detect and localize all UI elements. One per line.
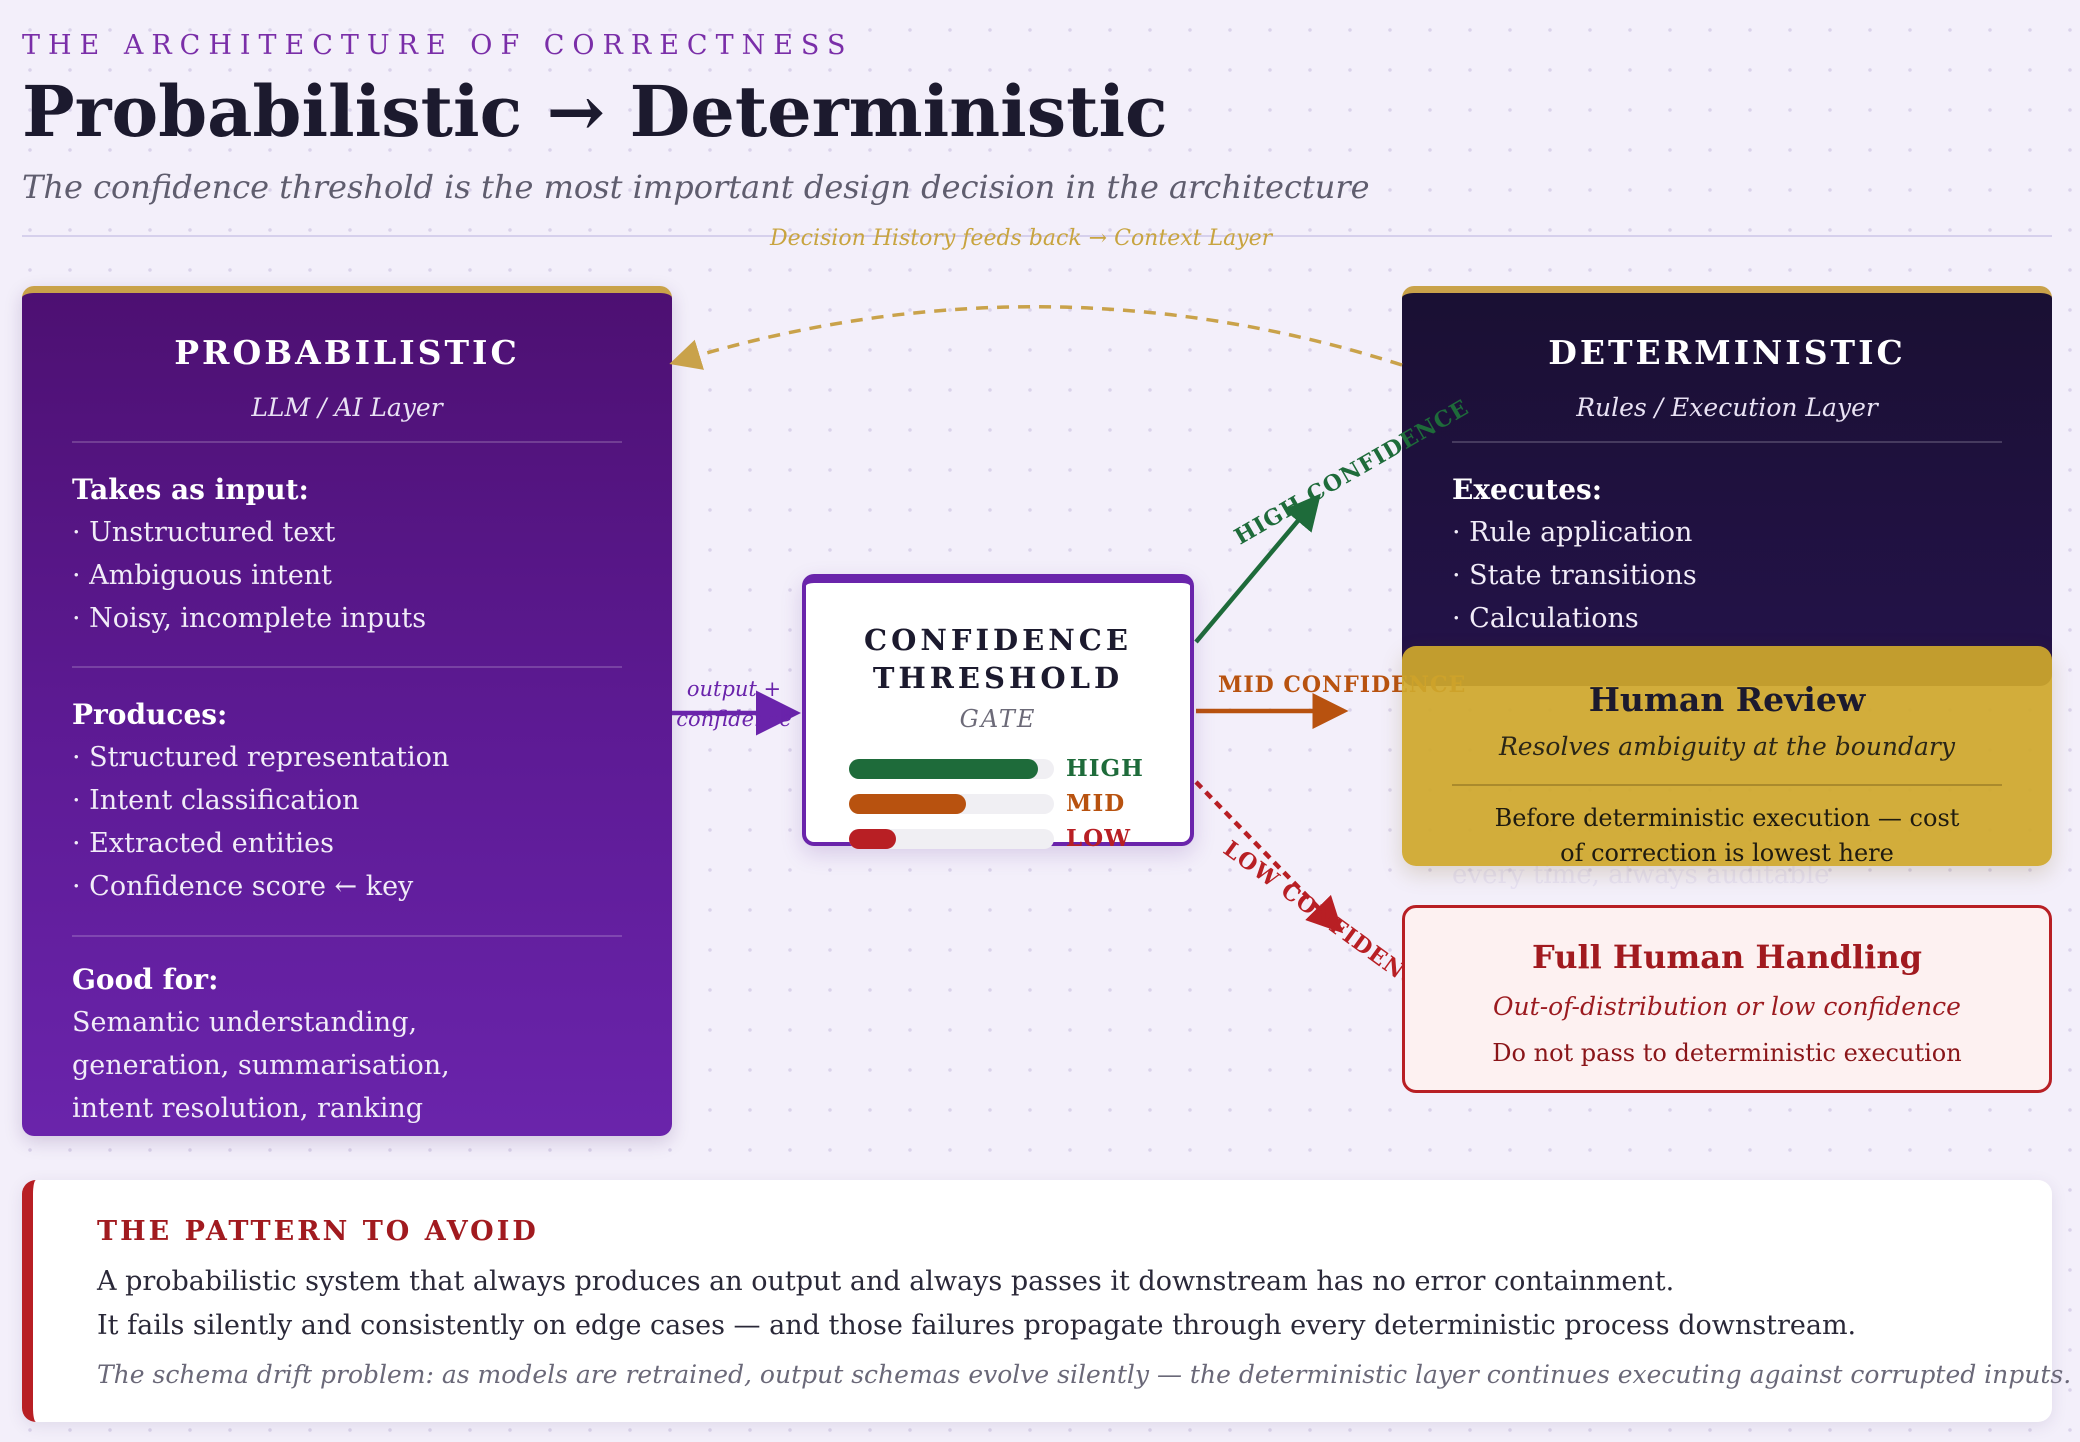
list-item: · Rule application xyxy=(1452,517,1693,548)
full-human-subtitle: Out-of-distribution or low confidence xyxy=(1493,992,1961,1021)
list-item: · Intent classification xyxy=(72,785,360,816)
high-level-bar xyxy=(849,759,1054,779)
avoid-line-2: It fails silently and consistently on ed… xyxy=(97,1310,1857,1341)
gate-subtitle: GATE xyxy=(959,705,1037,733)
list-item: Semantic understanding, xyxy=(72,1007,418,1038)
produces-heading: Produces: xyxy=(72,698,228,731)
full-human-body: Do not pass to deterministic execution xyxy=(1492,1039,1962,1067)
human-review-body: Before deterministic execution — cost of… xyxy=(1482,801,1972,871)
probabilistic-divider-1 xyxy=(72,441,622,443)
list-item: · Unstructured text xyxy=(72,517,336,548)
list-item: · State transitions xyxy=(1452,560,1697,591)
feedback-arrow xyxy=(669,305,1403,370)
avoid-line-3: The schema drift problem: as models are … xyxy=(97,1360,2072,1389)
gate-title: CONFIDENCE THRESHOLD xyxy=(806,621,1190,697)
input-heading: Takes as input: xyxy=(72,473,309,506)
avoid-heading: THE PATTERN TO AVOID xyxy=(97,1216,539,1247)
input-arrow-label-2: confidence xyxy=(676,707,792,731)
high-level-fill xyxy=(849,759,1038,779)
full-human-handling-card: Full Human Handling Out-of-distribution … xyxy=(1402,905,2052,1093)
gate-title-line-1: CONFIDENCE xyxy=(864,623,1132,657)
avoid-line-1: A probabilistic system that always produ… xyxy=(97,1266,1675,1297)
human-review-body-line-1: Before deterministic execution — cost xyxy=(1494,804,1960,832)
probabilistic-subtitle: LLM / AI Layer xyxy=(251,393,443,422)
probabilistic-divider-3 xyxy=(72,935,622,937)
deterministic-title: DETERMINISTIC xyxy=(1548,333,1906,372)
human-review-title: Human Review xyxy=(1588,680,1866,719)
header-divider xyxy=(22,235,2052,237)
high-confidence-arrow xyxy=(1194,493,1321,644)
list-item: · Noisy, incomplete inputs xyxy=(72,603,427,634)
list-item: intent resolution, ranking xyxy=(72,1093,424,1124)
human-review-body-line-2: of correction is lowest here xyxy=(1560,839,1894,867)
list-item: · Structured representation xyxy=(72,742,450,773)
low-confidence-arrow xyxy=(1194,780,1344,934)
list-item: · Calculations xyxy=(1452,603,1639,634)
gate-title-line-2: THRESHOLD xyxy=(872,661,1124,695)
page-subtitle: The confidence threshold is the most imp… xyxy=(22,168,1370,206)
input-arrow-label-1: output + xyxy=(687,677,781,701)
good-for-heading: Good for: xyxy=(72,963,219,996)
confidence-gate: CONFIDENCE THRESHOLD GATE HIGH MID LOW xyxy=(802,574,1194,852)
list-item: · Extracted entities xyxy=(72,828,334,859)
pattern-to-avoid-callout: THE PATTERN TO AVOID A probabilistic sys… xyxy=(22,1180,2071,1422)
human-review-divider xyxy=(1452,784,2002,786)
human-review-subtitle: Resolves ambiguity at the boundary xyxy=(1498,732,1956,761)
probabilistic-title: PROBABILISTIC xyxy=(174,333,520,372)
human-review-card: Human Review Resolves ambiguity at the b… xyxy=(1402,646,2052,867)
good-for-list: Semantic understanding, generation, summ… xyxy=(72,1001,450,1130)
probabilistic-divider-2 xyxy=(72,666,622,668)
mid-level-fill xyxy=(849,794,966,814)
mid-level-bar xyxy=(849,794,1054,814)
page-title: Probabilistic → Deterministic xyxy=(22,70,1168,153)
executes-heading: Executes: xyxy=(1452,473,1603,506)
low-level-bar xyxy=(849,829,1054,849)
deterministic-subtitle: Rules / Execution Layer xyxy=(1576,393,1878,422)
list-item: generation, summarisation, xyxy=(72,1050,450,1081)
deterministic-card: DETERMINISTIC Rules / Execution Layer Ex… xyxy=(1402,286,2052,686)
feedback-label: Decision History feeds back → Context La… xyxy=(770,226,1273,251)
executes-list: · Rule application · State transitions ·… xyxy=(1452,511,1697,640)
produces-list: · Structured representation · Intent cla… xyxy=(72,736,449,908)
input-list: · Unstructured text · Ambiguous intent ·… xyxy=(72,511,426,640)
deterministic-divider xyxy=(1452,441,2002,443)
high-level-label: HIGH xyxy=(1066,755,1144,782)
low-level-fill xyxy=(849,829,897,849)
mid-level-label: MID xyxy=(1066,790,1126,817)
eyebrow: THE ARCHITECTURE OF CORRECTNESS xyxy=(22,30,854,61)
probabilistic-card: PROBABILISTIC LLM / AI Layer Takes as in… xyxy=(22,286,672,1136)
low-level-label: LOW xyxy=(1066,825,1132,852)
full-human-title: Full Human Handling xyxy=(1532,938,1922,976)
list-item: · Confidence score ← key xyxy=(72,871,414,902)
list-item: · Ambiguous intent xyxy=(72,560,333,591)
